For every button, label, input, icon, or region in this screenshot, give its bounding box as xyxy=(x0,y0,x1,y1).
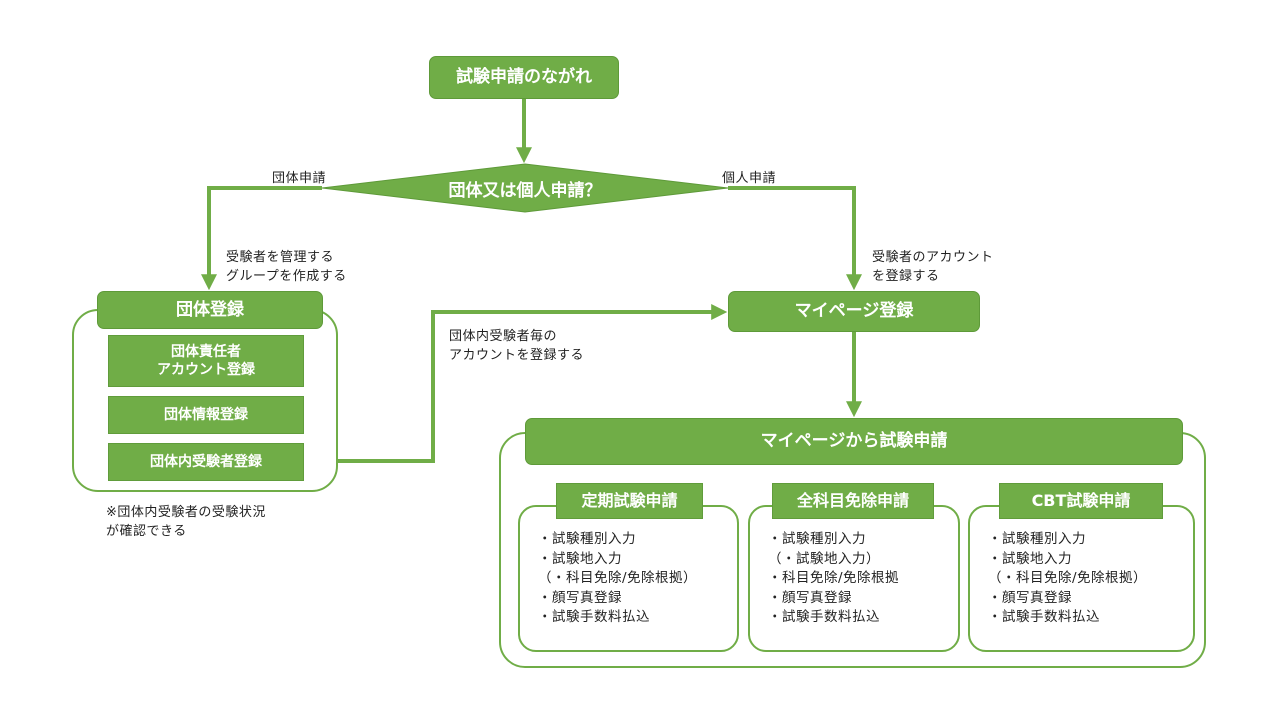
arrow-decision-to-group xyxy=(201,186,322,291)
list-item: ・試験種別入力 xyxy=(538,531,636,547)
apply-type-cbt-title: CBT試験申請 xyxy=(999,483,1163,519)
apply-type-exemption-frame xyxy=(748,505,960,652)
list-item: ・試験地入力 xyxy=(988,550,1072,567)
group-register-item-leader-account: 団体責任者 アカウント登録 xyxy=(108,335,304,387)
mypage-register-node: マイページ登録 xyxy=(728,291,980,332)
group-register-item-group-info: 団体情報登録 xyxy=(108,396,304,434)
apply-type-regular-title: 定期試験申請 xyxy=(556,483,703,519)
arrow-members-to-mypage xyxy=(305,304,728,463)
apply-type-cbt-frame xyxy=(968,505,1195,652)
member-account-note: 団体内受験者毎の アカウントを登録する xyxy=(449,329,585,363)
apply-type-title-label: CBT試験申請 xyxy=(1031,490,1131,510)
apply-type-cbt-list: ・試験種別入力 ・試験地入力 （・科目免除/免除根拠） ・顔写真登録 ・試験手数… xyxy=(988,530,1147,628)
mypage-apply-title: マイページから試験申請 xyxy=(525,418,1183,465)
group-register-item-label: 団体情報登録 xyxy=(164,406,248,423)
list-item: ・試験種別入力 xyxy=(988,531,1086,547)
list-item: ・試験種別入力 xyxy=(768,531,866,547)
list-item: ・顔写真登録 xyxy=(988,589,1072,606)
apply-type-exemption-title: 全科目免除申請 xyxy=(772,483,934,519)
group-register-item-label: 団体責任者 アカウント登録 xyxy=(157,343,255,378)
list-item: ・試験手数料払込 xyxy=(538,609,650,625)
decision-diamond xyxy=(321,163,729,213)
apply-type-regular-frame xyxy=(518,505,739,652)
individual-note: 受験者のアカウント を登録する xyxy=(872,250,994,284)
start-node-label: 試験申請のながれ xyxy=(456,67,592,88)
group-register-item-label: 団体内受験者登録 xyxy=(150,453,262,470)
mypage-apply-title-label: マイページから試験申請 xyxy=(760,431,948,452)
branch-individual-label: 個人申請 xyxy=(722,171,777,186)
apply-type-title-label: 全科目免除申請 xyxy=(796,490,909,510)
list-item: ・試験手数料払込 xyxy=(988,609,1100,625)
group-note: 受験者を管理する グループを作成する xyxy=(226,250,347,284)
mypage-register-label: マイページ登録 xyxy=(794,301,914,322)
list-item: ・顔写真登録 xyxy=(768,589,852,606)
group-register-title-label: 団体登録 xyxy=(176,299,244,320)
list-item: ・科目免除/免除根拠 xyxy=(768,570,900,586)
list-item: （・科目免除/免除根拠） xyxy=(538,570,698,586)
apply-type-title-label: 定期試験申請 xyxy=(581,490,678,510)
start-node: 試験申請のながれ xyxy=(429,56,619,99)
group-register-title: 団体登録 xyxy=(97,291,323,329)
decision-label: 団体又は個人申請？ xyxy=(448,181,602,201)
group-footnote: ※団体内受験者の受験状況 が確認できる xyxy=(106,505,266,539)
list-item: ・顔写真登録 xyxy=(538,589,622,606)
list-item: （・試験地入力） xyxy=(768,550,880,567)
apply-type-regular-list: ・試験種別入力 ・試験地入力 （・科目免除/免除根拠） ・顔写真登録 ・試験手数… xyxy=(538,530,697,628)
arrow-decision-to-mypage xyxy=(728,186,862,291)
list-item: ・試験手数料払込 xyxy=(768,609,880,625)
list-item: （・科目免除/免除根拠） xyxy=(988,570,1148,586)
branch-group-label: 団体申請 xyxy=(272,171,327,186)
group-register-item-members: 団体内受験者登録 xyxy=(108,443,304,481)
apply-type-exemption-list: ・試験種別入力 （・試験地入力） ・科目免除/免除根拠 ・顔写真登録 ・試験手数… xyxy=(768,530,899,628)
list-item: ・試験地入力 xyxy=(538,550,622,567)
